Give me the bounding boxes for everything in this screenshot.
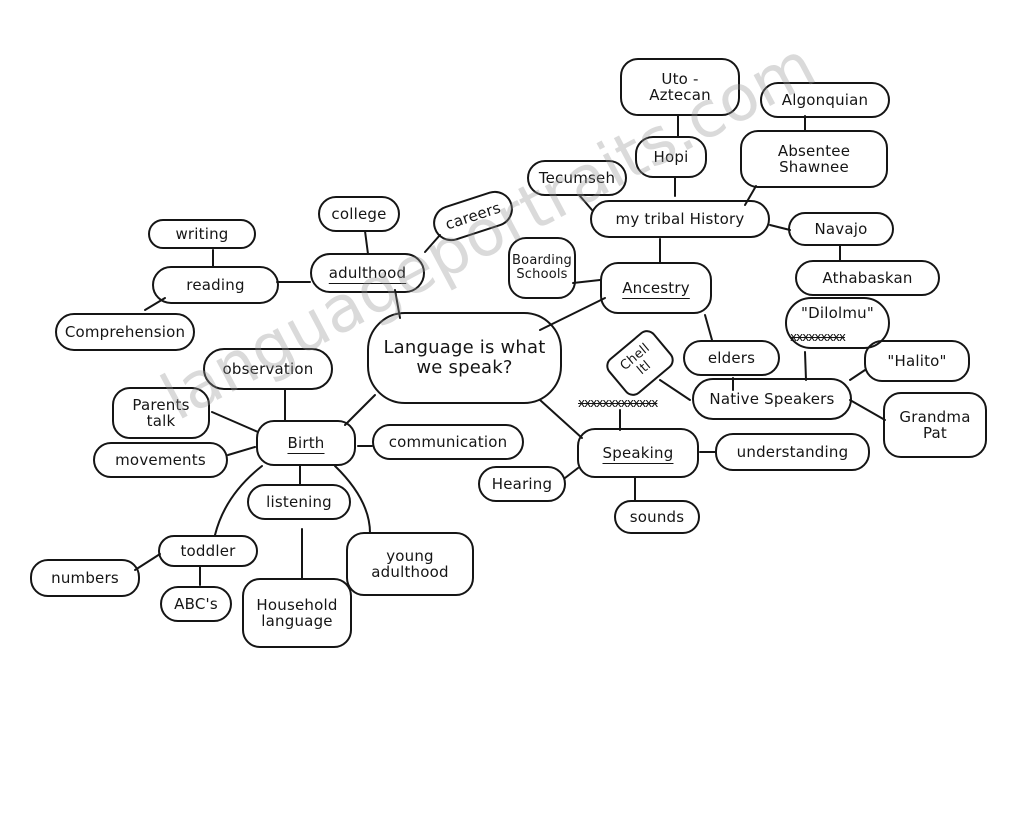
node-absentee-shawnee-label: Absentee Shawnee [777, 141, 851, 176]
node-household-language-label: Household language [256, 595, 338, 630]
node-native-speakers-label: Native Speakers [709, 389, 835, 408]
node-hearing: Hearing [478, 466, 566, 502]
node-hopi: Hopi [635, 136, 707, 178]
node-uto-aztecan: Uto - Aztecan [620, 58, 740, 116]
node-college-label: college [331, 204, 387, 223]
edge-toddler-numbers [134, 553, 161, 571]
node-athabaskan: Athabaskan [795, 260, 940, 296]
node-careers-label: careers [442, 198, 503, 234]
node-college: college [318, 196, 400, 232]
edge-birth-young-adulthood [334, 465, 371, 534]
crossed-out-text-dilolmu: xxxxxxxxx [790, 330, 846, 344]
node-algonquian-label: Algonquian [781, 90, 869, 109]
node-sounds-label: sounds [629, 507, 685, 526]
node-understanding-label: understanding [736, 442, 849, 461]
edge-birth-toddler [214, 465, 263, 536]
node-halito: "Halito" [864, 340, 970, 382]
node-hearing-label: Hearing [491, 474, 553, 493]
node-reading-label: reading [186, 275, 245, 294]
node-tecumseh-label: Tecumseh [538, 168, 616, 187]
node-abcs: ABC's [160, 586, 232, 622]
node-adulthood: adulthood [310, 253, 425, 293]
edge-birth-parents [211, 411, 259, 433]
edge-ancestry-boarding [572, 279, 601, 284]
node-toddler: toddler [158, 535, 258, 567]
node-understanding: understanding [715, 433, 870, 471]
node-my-tribal-history: my tribal History [590, 200, 770, 238]
node-absentee-shawnee: Absentee Shawnee [740, 130, 888, 188]
edge-native-halito [849, 369, 866, 381]
center-node-label: Language is what we speak? [383, 337, 546, 378]
node-my-tribal-history-label: my tribal History [615, 209, 745, 228]
node-birth: Birth [256, 420, 356, 466]
node-sounds: sounds [614, 500, 700, 534]
edge-speaking-hearing [564, 467, 579, 479]
node-reading: reading [152, 266, 279, 304]
edge-native-grandma [849, 399, 886, 421]
node-observation-label: observation [222, 359, 314, 378]
node-writing: writing [148, 219, 256, 249]
node-boarding-schools: Boarding Schools [508, 237, 576, 299]
center-node: Language is what we speak? [367, 312, 562, 404]
node-comprehension: Comprehension [55, 313, 195, 351]
node-algonquian: Algonquian [760, 82, 890, 118]
node-speaking: Speaking [577, 428, 699, 478]
node-parents-talk: Parents talk [112, 387, 210, 439]
node-writing-label: writing [175, 224, 229, 243]
node-athabaskan-label: Athabaskan [822, 268, 913, 287]
node-observation: observation [203, 348, 333, 390]
node-hopi-label: Hopi [653, 147, 689, 166]
node-native-speakers: Native Speakers [692, 378, 852, 420]
edge-tribal-tecumseh [579, 195, 593, 211]
node-birth-label: Birth [287, 433, 325, 452]
node-communication-label: communication [388, 432, 508, 451]
node-elders-label: elders [707, 348, 756, 367]
node-abcs-label: ABC's [174, 594, 218, 613]
edge-native-dilolmu [804, 351, 807, 381]
node-numbers-label: numbers [51, 568, 119, 587]
node-toddler-label: toddler [180, 541, 236, 560]
node-navajo: Navajo [788, 212, 894, 246]
node-comprehension-label: Comprehension [64, 322, 186, 341]
edge-adulthood-college [364, 230, 369, 255]
node-parents-talk-label: Parents talk [132, 395, 190, 430]
node-adulthood-label: adulthood [328, 263, 407, 282]
node-dilolmu-label: "Dilolmu" [801, 304, 874, 322]
edge-ancestry-elders [704, 314, 713, 341]
node-communication: communication [372, 424, 524, 460]
node-chell-ltl-label: Chell ltl [617, 340, 654, 378]
node-boarding-schools-label: Boarding Schools [512, 252, 572, 282]
crossed-out-text-speaking: xxxxxxxxxxxxx [578, 396, 658, 410]
node-elders: elders [683, 340, 780, 376]
node-tecumseh: Tecumseh [527, 160, 627, 196]
node-halito-label: "Halito" [887, 351, 947, 370]
node-listening: listening [247, 484, 351, 520]
node-ancestry-label: Ancestry [622, 278, 690, 297]
edge-adulthood-careers [424, 234, 441, 253]
node-numbers: numbers [30, 559, 140, 597]
node-ancestry: Ancestry [600, 262, 712, 314]
node-listening-label: listening [266, 492, 332, 511]
edge-center-speaking [539, 399, 583, 439]
node-grandma-pat: Grandma Pat [883, 392, 987, 458]
edge-chell-native [659, 379, 691, 401]
node-young-adulthood: young adulthood [346, 532, 474, 596]
node-young-adulthood-label: young adulthood [371, 546, 449, 581]
node-navajo-label: Navajo [814, 219, 868, 238]
node-uto-aztecan-label: Uto - Aztecan [649, 69, 711, 104]
edge-tribal-navajo [769, 224, 791, 231]
node-dilolmu: "Dilolmu" [785, 297, 890, 349]
node-speaking-label: Speaking [602, 443, 674, 462]
edge-center-birth [344, 394, 376, 426]
node-movements-label: movements [115, 450, 206, 469]
node-household-language: Household language [242, 578, 352, 648]
node-grandma-pat-label: Grandma Pat [899, 407, 971, 442]
edge-birth-movements [227, 446, 256, 456]
node-movements: movements [93, 442, 228, 478]
